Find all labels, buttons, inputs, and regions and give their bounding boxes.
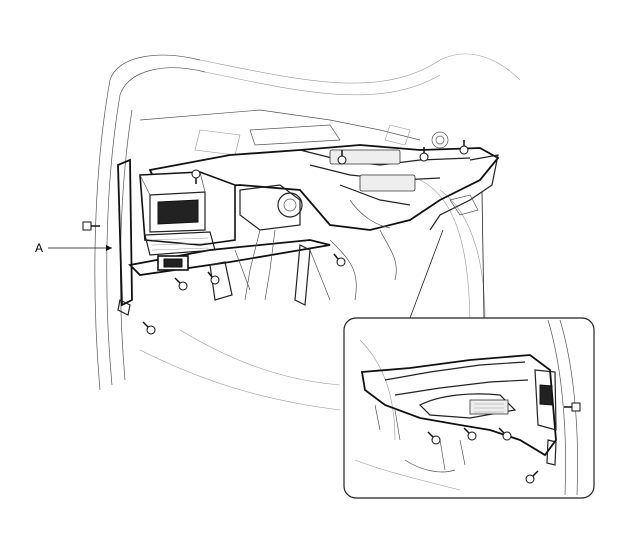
inset-leader-lines [409, 191, 485, 319]
detail-inset [343, 317, 595, 499]
bolt-icon [463, 427, 477, 441]
bolt-icon [333, 253, 346, 267]
inset-bolts [427, 402, 581, 484]
callout-a-label: A [35, 241, 43, 255]
bolt-icon [525, 470, 539, 484]
bolt-icon [459, 140, 469, 155]
crash-pad-main-frame [117, 144, 500, 316]
bolt-icon [419, 147, 429, 162]
bolt-icon [427, 431, 441, 445]
bolt-icon [207, 271, 220, 285]
cowl-details [139, 109, 449, 156]
bolt-icon [174, 277, 188, 291]
bolt-icon [337, 150, 347, 165]
bolt-icon [498, 427, 512, 441]
main-bolts [82, 140, 469, 335]
callout-a: A [35, 241, 112, 255]
bolt-icon [82, 221, 100, 231]
bolt-icon [142, 321, 156, 335]
bolt-icon [191, 169, 201, 184]
bolt-icon [564, 402, 581, 412]
